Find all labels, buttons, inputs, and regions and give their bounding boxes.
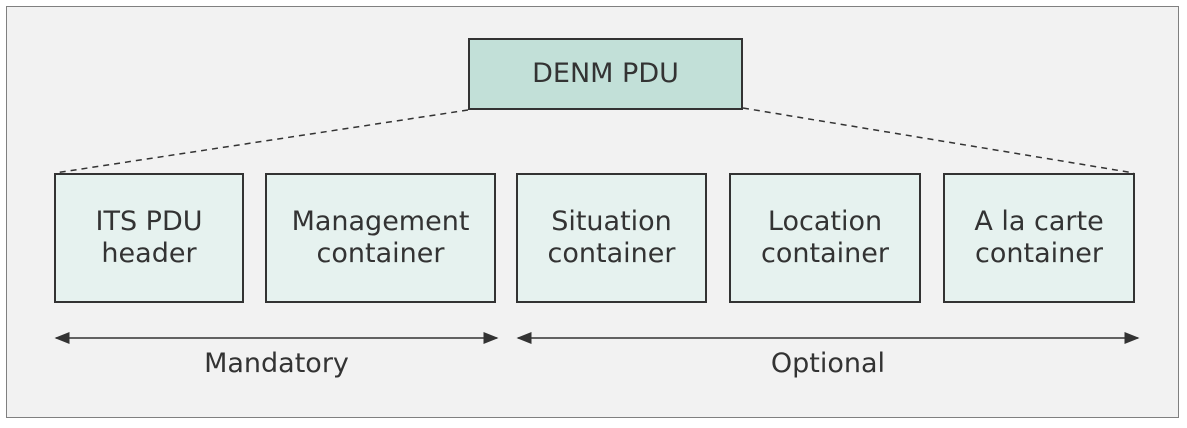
dashed-connector-right xyxy=(742,107,1135,174)
situation-container-label: Situation container xyxy=(547,206,676,269)
location-container-box: Location container xyxy=(729,173,921,303)
denm-pdu-label: DENM PDU xyxy=(532,58,679,89)
location-container-label: Location container xyxy=(761,206,889,269)
its-pdu-header-label: ITS PDU header xyxy=(95,206,203,269)
optional-label: Optional xyxy=(770,348,886,379)
management-container-label: Management container xyxy=(291,206,470,269)
mandatory-label: Mandatory xyxy=(204,348,349,379)
management-container-box: Management container xyxy=(265,173,496,303)
dashed-connector-left xyxy=(54,109,469,174)
a-la-carte-container-box: A la carte container xyxy=(943,173,1135,303)
situation-container-box: Situation container xyxy=(516,173,707,303)
a-la-carte-container-label: A la carte container xyxy=(974,206,1104,269)
its-pdu-header-box: ITS PDU header xyxy=(54,173,244,303)
denm-pdu-box: DENM PDU xyxy=(468,38,743,110)
